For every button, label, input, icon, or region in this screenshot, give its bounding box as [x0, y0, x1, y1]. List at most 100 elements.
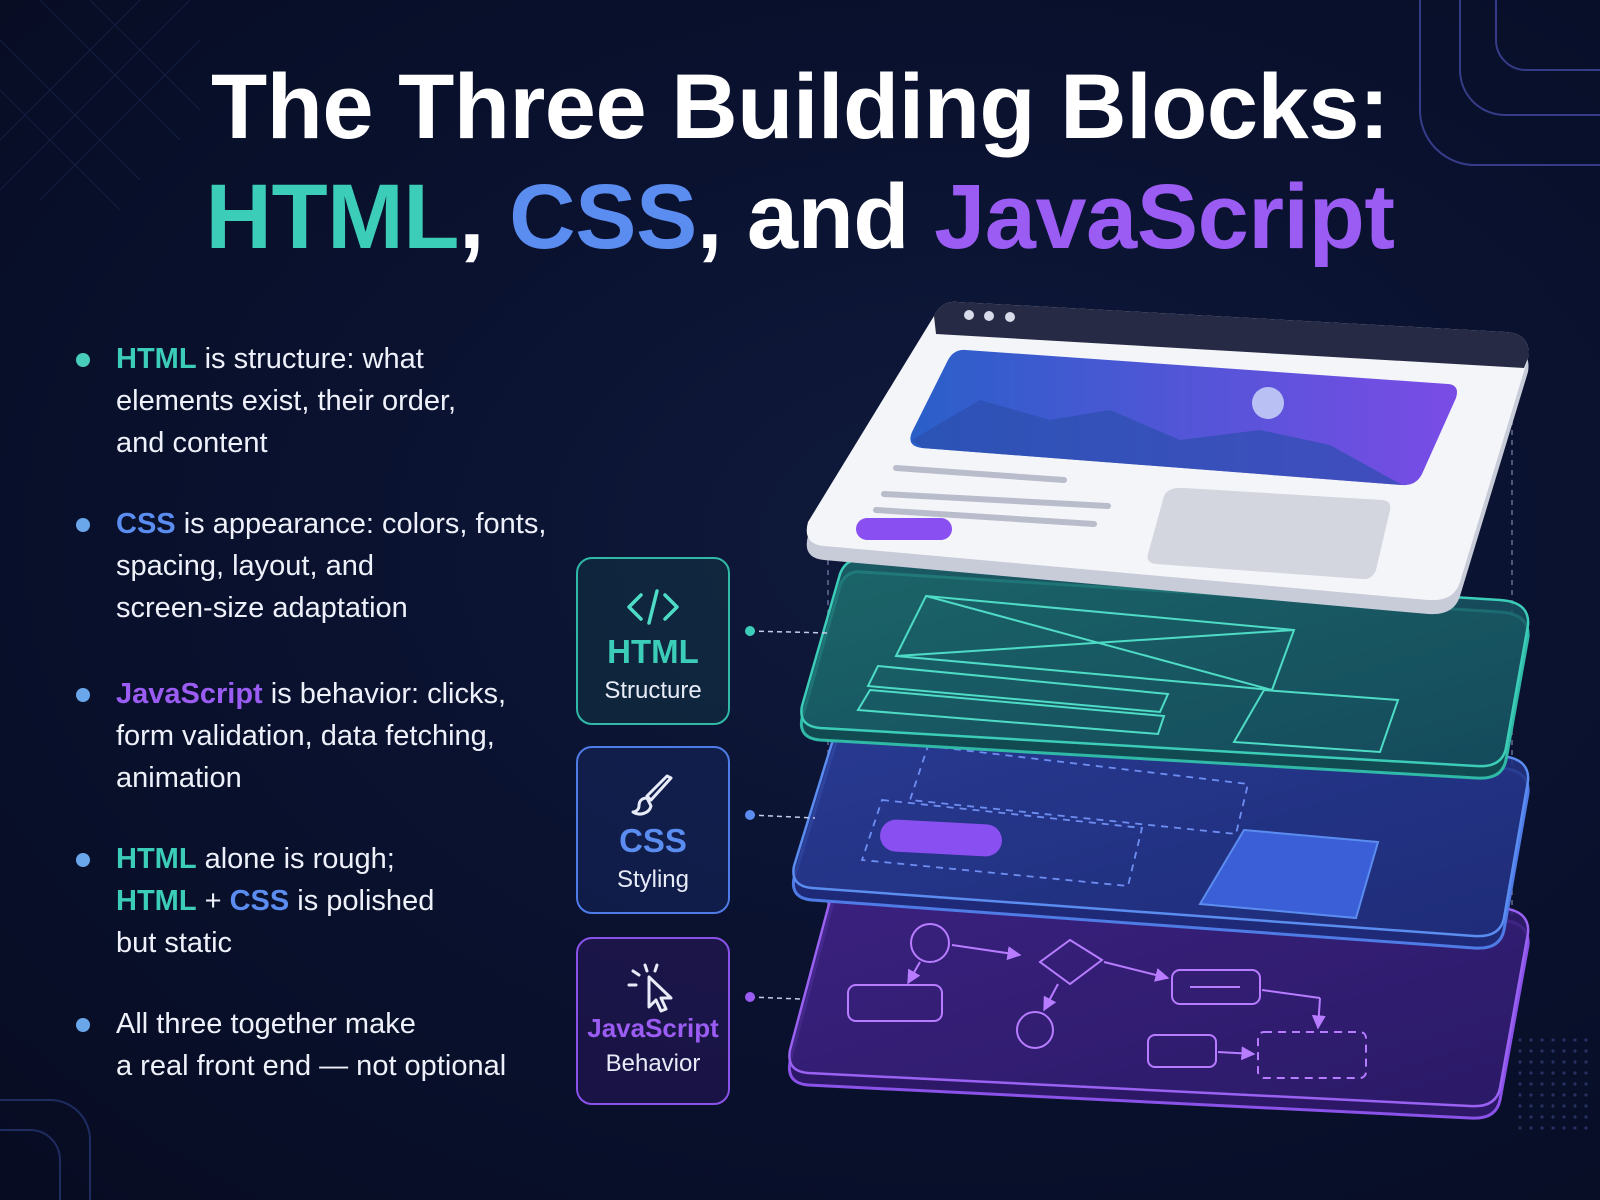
bullet-text: animation: [116, 762, 242, 794]
decor-dot: [1584, 1082, 1588, 1086]
bullet-keyword: JavaScript: [116, 678, 263, 710]
decor-dot: [1562, 1115, 1566, 1119]
decor-dot: [1551, 1115, 1555, 1119]
decor-dot: [1573, 1104, 1577, 1108]
decor-dot: [1551, 1060, 1555, 1064]
decor-dot: [1529, 1115, 1533, 1119]
decor-dot: [1573, 1049, 1577, 1053]
layer-card-css: CSS Styling: [576, 746, 730, 914]
bullet-text: and content: [116, 427, 268, 459]
decor-dot: [1584, 1060, 1588, 1064]
bullet-text: screen-size adaptation: [116, 592, 408, 624]
bullet-text: is structure: what: [196, 343, 424, 375]
decor-dot: [1551, 1104, 1555, 1108]
decor-dot: [1540, 1060, 1544, 1064]
decor-dot: [1518, 1071, 1522, 1075]
bullet-text: elements exist, their order,: [116, 385, 457, 417]
decor-dot: [1573, 1038, 1577, 1042]
title-line-1: The Three Building Blocks:: [210, 56, 1390, 158]
title-line-2: HTML, CSS, and JavaScript: [0, 162, 1600, 272]
layer-card-javascript: JavaScript Behavior: [576, 937, 730, 1105]
bullet-item-html: HTML is structure: what elements exist, …: [76, 338, 456, 464]
decor-dot: [1518, 1060, 1522, 1064]
decor-dot: [1540, 1038, 1544, 1042]
cursor-click-icon: [578, 963, 728, 1013]
decor-dot: [1573, 1126, 1577, 1130]
decor-dot: [1584, 1115, 1588, 1119]
bullet-keyword: CSS: [229, 885, 290, 917]
bullet-dot: [76, 518, 90, 532]
decor-dot: [1529, 1049, 1533, 1053]
bullet-text: form validation, data fetching,: [116, 720, 495, 752]
bullet-keyword: HTML: [116, 885, 197, 917]
paintbrush-icon: [578, 774, 728, 818]
decor-dot: [1584, 1038, 1588, 1042]
title-javascript: JavaScript: [934, 166, 1395, 269]
window-dot-icon: [984, 311, 994, 321]
bullet-item-all-three: All three together make a real front end…: [76, 1003, 506, 1087]
title-html: HTML: [205, 166, 460, 269]
decor-dot: [1540, 1093, 1544, 1097]
bullet-text: spacing, layout, and: [116, 550, 374, 582]
title-separator-2: , and: [696, 166, 935, 269]
decor-dot: [1540, 1082, 1544, 1086]
bullet-dot: [76, 853, 90, 867]
layer-card-name: HTML: [607, 633, 699, 670]
decor-dot: [1540, 1104, 1544, 1108]
decor-dot: [1562, 1104, 1566, 1108]
bullet-dot: [76, 688, 90, 702]
bullet-keyword: CSS: [116, 508, 176, 540]
decor-dot: [1551, 1126, 1555, 1130]
browser-button-illustration: [856, 518, 952, 540]
decor-dot: [1518, 1082, 1522, 1086]
bullet-text: alone is rough;: [196, 843, 395, 875]
bullet-text: is appearance: colors, fonts,: [175, 508, 547, 540]
code-brackets-icon: [578, 585, 728, 629]
decor-dot: [1551, 1038, 1555, 1042]
grid-pattern-top-left: [0, 0, 201, 211]
bullet-dot: [76, 353, 90, 367]
bullet-text: +: [196, 885, 230, 917]
javascript-layer-plane: [787, 876, 1530, 1120]
decor-dot: [1562, 1038, 1566, 1042]
decor-dot: [1518, 1115, 1522, 1119]
bullet-item-javascript: JavaScript is behavior: clicks, form val…: [76, 673, 506, 799]
decor-dot: [1562, 1071, 1566, 1075]
layer-card-role: Styling: [616, 866, 690, 893]
decor-dot: [1562, 1049, 1566, 1053]
window-dot-icon: [964, 310, 974, 320]
rounded-lines-bottom-left: [0, 1099, 91, 1200]
decor-dot: [1584, 1071, 1588, 1075]
title-separator-1: ,: [459, 166, 510, 269]
decor-dot: [1529, 1126, 1533, 1130]
layer-card-name: JavaScript: [587, 1013, 719, 1043]
rounded-lines-top-right: [1419, 0, 1600, 166]
title-css: CSS: [509, 166, 697, 269]
layer-card-role: Structure: [604, 677, 702, 704]
decor-dot: [1518, 1093, 1522, 1097]
decor-dot: [1573, 1082, 1577, 1086]
layer-card-role: Behavior: [605, 1050, 701, 1077]
decor-dot: [1562, 1060, 1566, 1064]
dot-pattern-bottom-right: [1518, 1038, 1588, 1130]
decor-dot: [1529, 1104, 1533, 1108]
bullet-text: is polished: [289, 885, 435, 917]
decor-dot: [1540, 1071, 1544, 1075]
layer-card-html: HTML Structure: [576, 557, 730, 725]
html-layer-plane: [799, 558, 1530, 780]
decor-dot: [1551, 1071, 1555, 1075]
decor-dot: [1584, 1104, 1588, 1108]
decor-dot: [1562, 1093, 1566, 1097]
decor-dot: [1540, 1115, 1544, 1119]
bullet-text: but static: [116, 927, 233, 959]
decor-dot: [1584, 1049, 1588, 1053]
window-dot-icon: [1005, 312, 1015, 322]
decor-dot: [1573, 1093, 1577, 1097]
decor-dot: [1529, 1038, 1533, 1042]
decor-dot: [1540, 1049, 1544, 1053]
bullet-item-html-css: HTML alone is rough; HTML + CSS is polis…: [76, 838, 434, 964]
decor-dot: [1573, 1071, 1577, 1075]
layer-card-name: CSS: [619, 822, 687, 859]
decor-dot: [1529, 1060, 1533, 1064]
decor-dot: [1584, 1126, 1588, 1130]
